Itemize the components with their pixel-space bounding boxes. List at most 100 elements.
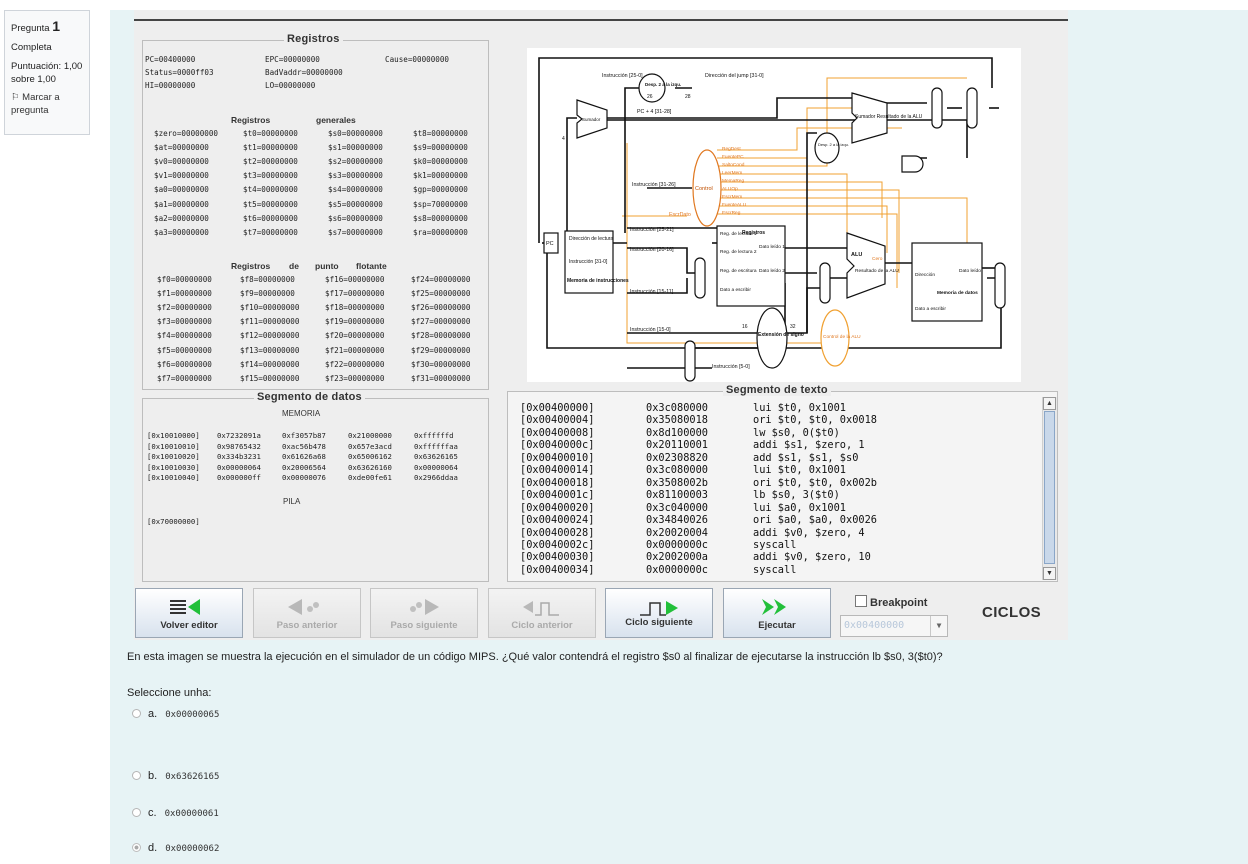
scroll-down-button[interactable]: ▼ bbox=[1043, 567, 1056, 580]
dp-n4: 4 bbox=[562, 136, 565, 142]
code-instruction: syscall bbox=[753, 563, 797, 576]
and-gate bbox=[901, 155, 924, 173]
register-cell: $t6=00000000 bbox=[243, 213, 298, 223]
register-cell: $f18=00000000 bbox=[325, 303, 385, 313]
radio-button[interactable] bbox=[132, 808, 141, 817]
register-cell: $f10=00000000 bbox=[240, 303, 300, 313]
breakpoint-address-value: 0x00400000 bbox=[844, 620, 905, 631]
dp-instr-25-0: Instrucción [25-0] bbox=[602, 73, 643, 79]
datapath-diagram: Instrucción [25-0] Desp. 2 a la izqu. Di… bbox=[527, 48, 1021, 382]
mux-jump bbox=[966, 87, 978, 129]
memory-address: [0x10010010] bbox=[147, 441, 200, 451]
register-cell: $a3=00000000 bbox=[154, 227, 209, 237]
float-registers-header-d: flotante bbox=[356, 261, 387, 271]
select-prompt: Seleccione unha: bbox=[127, 687, 212, 699]
status-register: Status=0000ff03 bbox=[145, 68, 214, 77]
register-cell: $f16=00000000 bbox=[325, 275, 385, 284]
answer-option[interactable]: a.0x00000065 bbox=[132, 708, 219, 720]
register-cell: $t8=00000000 bbox=[413, 129, 468, 138]
register-cell: $f17=00000000 bbox=[325, 289, 385, 299]
code-address: [0x00400020] bbox=[520, 501, 595, 514]
registers-title: Registros bbox=[284, 33, 343, 45]
memory-word: 0x7232091a bbox=[217, 431, 261, 440]
dp-read-addr: Dirección de lectura bbox=[569, 236, 613, 242]
answer-option[interactable]: b.0x63626165 bbox=[132, 770, 219, 782]
dp-instr-31-0: Instrucción [31-0] bbox=[569, 259, 608, 265]
run-button[interactable]: Ejecutar bbox=[723, 588, 831, 638]
memory-word: 0x65006162 bbox=[348, 452, 392, 462]
radio-button[interactable] bbox=[132, 771, 141, 780]
dp-alu-control: Control de la ALU bbox=[823, 334, 861, 340]
back-to-editor-icon bbox=[170, 599, 200, 615]
answer-option[interactable]: d.0x00000062 bbox=[132, 842, 219, 854]
code-instruction: add $s1, $s1, $s0 bbox=[753, 451, 859, 464]
register-file bbox=[716, 225, 786, 307]
register-cell: $t1=00000000 bbox=[243, 143, 298, 153]
control-signal-label: SaltoCond bbox=[722, 162, 745, 168]
question-text: En esta imagen se muestra la ejecución e… bbox=[127, 651, 943, 663]
answer-option[interactable]: c.0x00000061 bbox=[132, 807, 219, 819]
register-cell: $f11=00000000 bbox=[240, 317, 300, 327]
register-cell: $f9=00000000 bbox=[240, 289, 295, 299]
register-cell: $k1=00000000 bbox=[413, 171, 468, 181]
control-signal-label: FuenteALU bbox=[722, 202, 747, 208]
code-address: [0x00400034] bbox=[520, 563, 595, 576]
register-cell: $s1=00000000 bbox=[328, 143, 383, 153]
next-cycle-button[interactable]: Ciclo siguiente bbox=[605, 588, 713, 638]
pc-register: PC=00400000 bbox=[145, 55, 196, 64]
radio-button[interactable] bbox=[132, 709, 141, 718]
control-signal-label: MemaReg bbox=[722, 178, 744, 184]
code-address: [0x0040002c] bbox=[520, 538, 595, 551]
scroll-thumb[interactable] bbox=[1044, 411, 1055, 564]
dp-adder: Sumador bbox=[582, 117, 601, 122]
stack-label: PILA bbox=[283, 497, 301, 506]
register-cell: $sp=70000000 bbox=[413, 199, 468, 209]
breakpoint-address-select[interactable]: 0x00400000▼ bbox=[840, 615, 948, 637]
option-letter: c. bbox=[148, 807, 157, 819]
memory-address: [0x10010030] bbox=[147, 462, 200, 472]
option-value: 0x63626165 bbox=[165, 772, 220, 782]
dp-registers: Registros bbox=[742, 230, 765, 236]
register-cell: $f23=00000000 bbox=[325, 373, 385, 383]
register-cell: $t3=00000000 bbox=[243, 171, 298, 181]
next-step-button[interactable]: Paso siguiente bbox=[370, 588, 478, 638]
dp-write-data: Dato a escribir bbox=[720, 287, 751, 293]
pc-adder bbox=[576, 99, 608, 139]
scroll-up-button[interactable]: ▲ bbox=[1043, 397, 1056, 410]
alu bbox=[846, 232, 886, 299]
dp-jump-addr: Dirección del jump [31-0] bbox=[705, 73, 764, 79]
memory-word: 0xac56b478 bbox=[282, 441, 326, 451]
text-segment-scrollbar[interactable]: ▲ ▼ bbox=[1042, 397, 1057, 580]
code-machine-word: 0x2002000a bbox=[646, 551, 708, 564]
code-machine-word: 0x02308820 bbox=[646, 451, 708, 464]
prev-step-button[interactable]: Paso anterior bbox=[253, 588, 361, 638]
radio-button[interactable] bbox=[132, 843, 141, 852]
code-instruction: lb $s0, 3($t0) bbox=[753, 489, 840, 502]
register-cell: $f1=00000000 bbox=[157, 289, 212, 299]
code-machine-word: 0x3c080000 bbox=[646, 402, 708, 414]
text-segment-panel bbox=[507, 391, 1058, 582]
data-memory bbox=[911, 242, 983, 322]
mux-alusrc bbox=[819, 262, 831, 304]
memory-address: [0x10010000] bbox=[147, 431, 200, 440]
code-instruction: addi $v0, $zero, 10 bbox=[753, 551, 871, 564]
dp-reg-read1: Reg. de lectura 1 bbox=[720, 231, 757, 237]
control-signal-label: LeerMem bbox=[722, 170, 742, 176]
option-value: 0x00000065 bbox=[165, 710, 220, 720]
register-cell: $f27=00000000 bbox=[411, 317, 471, 327]
code-instruction: ori $t0, $t0, 0x0018 bbox=[753, 414, 877, 427]
back-to-editor-button[interactable]: Volver editor bbox=[135, 588, 243, 638]
register-cell: $v0=00000000 bbox=[154, 157, 209, 167]
option-value: 0x00000062 bbox=[165, 844, 220, 854]
code-instruction: lui $a0, 0x1001 bbox=[753, 501, 846, 514]
register-cell: $f20=00000000 bbox=[325, 331, 385, 341]
code-machine-word: 0x3508002b bbox=[646, 476, 708, 489]
register-cell: $f26=00000000 bbox=[411, 303, 471, 313]
instruction-memory bbox=[564, 230, 614, 294]
prev-cycle-button[interactable]: Ciclo anterior bbox=[488, 588, 596, 638]
code-address: [0x0040001c] bbox=[520, 489, 595, 502]
flag-question-link[interactable]: ⚐ Marcar a pregunta bbox=[11, 92, 60, 117]
dp-n28: 28 bbox=[685, 94, 691, 100]
code-address: [0x00400018] bbox=[520, 476, 595, 489]
breakpoint-checkbox[interactable]: Breakpoint bbox=[855, 595, 927, 609]
